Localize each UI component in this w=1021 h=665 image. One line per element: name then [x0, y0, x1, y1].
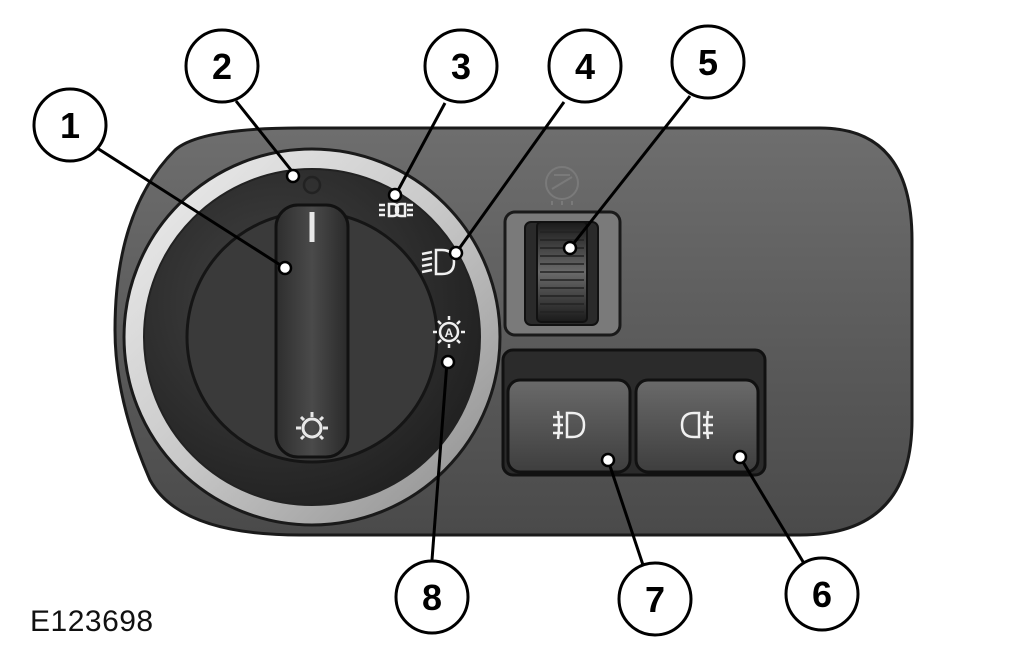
dot-2 [285, 168, 301, 184]
leader-7 [606, 459, 645, 566]
callout-6: 6 [784, 556, 860, 632]
callout-number: 3 [451, 46, 471, 87]
front-fog-lamp-icon [553, 410, 586, 440]
rear-fog-lamp-icon [680, 410, 713, 440]
callout-5: 5 [670, 24, 746, 100]
dot-1 [277, 260, 293, 276]
svg-text:A: A [445, 326, 454, 340]
dot-7 [600, 452, 616, 468]
callout-number: 1 [60, 105, 80, 146]
callout-number: 4 [575, 46, 595, 87]
parking-light-icon [296, 412, 328, 441]
leader-6 [738, 456, 807, 566]
front-fog-lamp-button[interactable] [506, 378, 632, 474]
callout-number: 8 [422, 577, 442, 618]
headlamp-icon [421, 248, 456, 276]
callout-4: 4 [547, 28, 623, 104]
callout-8: 8 [394, 559, 470, 635]
leader-2 [234, 100, 297, 176]
auto-lamps-icon: A [433, 316, 465, 348]
side-lamps-icon [379, 202, 413, 218]
dot-5 [562, 240, 578, 256]
callout-7: 7 [617, 561, 693, 637]
figure-reference-code: E123698 [30, 605, 154, 638]
dot-3 [387, 187, 403, 203]
rear-fog-lamp-button[interactable] [634, 378, 760, 474]
callout-dots [277, 168, 748, 468]
leader-8 [430, 361, 449, 561]
leader-3 [393, 102, 447, 197]
callout-2: 2 [184, 28, 260, 104]
leader-5 [568, 95, 692, 249]
off-position-icon [302, 175, 322, 195]
callout-number: 6 [812, 574, 832, 615]
callout-number: 5 [698, 42, 718, 83]
dot-4 [448, 245, 464, 261]
callout-number: 7 [645, 579, 665, 620]
callout-3: 3 [423, 28, 499, 104]
callout-1: 1 [32, 87, 108, 163]
levelling-symbol-icon [545, 166, 579, 205]
dot-8 [440, 354, 456, 370]
callout-number: 2 [212, 46, 232, 87]
leader-4 [454, 101, 566, 254]
callout-leaders [96, 95, 807, 566]
dot-6 [732, 449, 748, 465]
headlamp-levelling-control[interactable] [503, 166, 622, 337]
leader-1 [96, 146, 286, 270]
rotary-switch-knob[interactable] [274, 203, 350, 459]
